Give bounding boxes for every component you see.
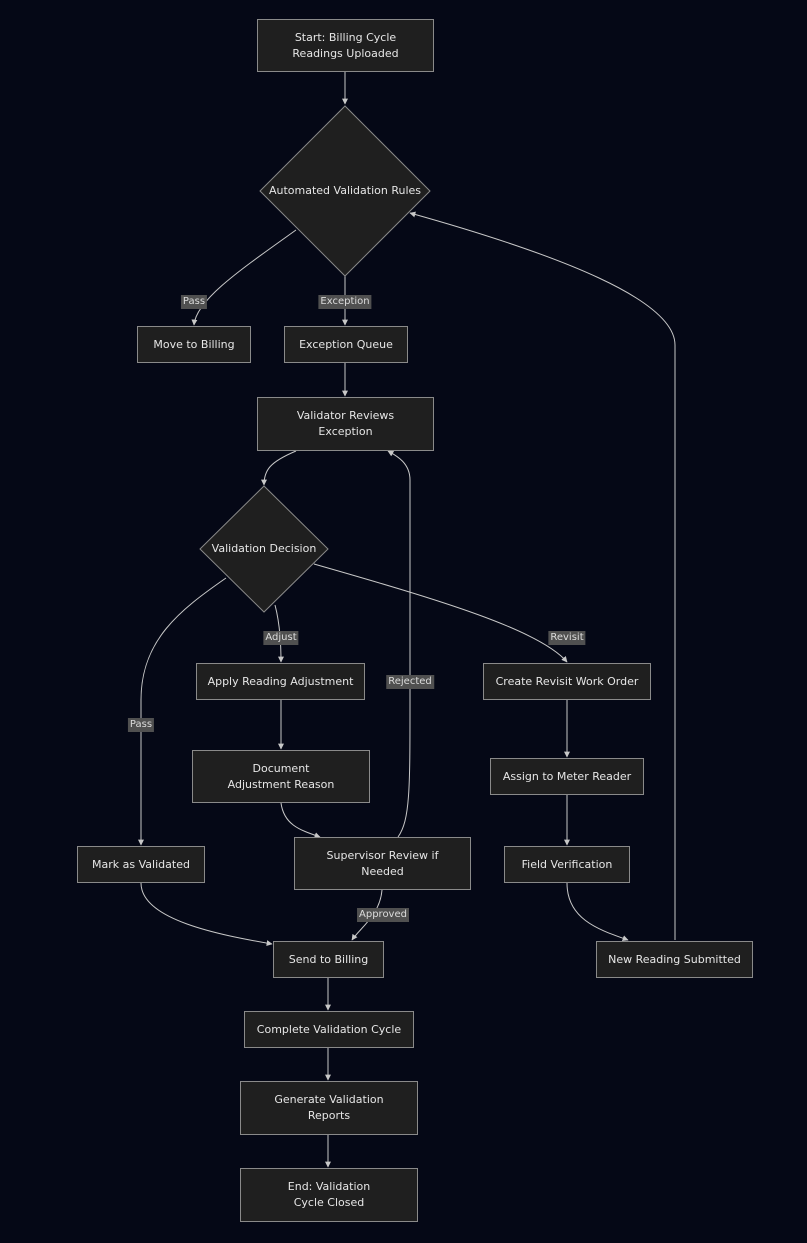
generate-reports-node: Generate Validation Reports	[240, 1081, 418, 1135]
edge-label-pass-billing: Pass	[180, 295, 208, 309]
edge-field-to-new-reading	[566, 882, 629, 942]
exception-queue-node: Exception Queue	[284, 326, 408, 363]
end-node: End: Validation Cycle Closed	[240, 1168, 418, 1222]
move-to-billing-node: Move to Billing	[137, 326, 251, 363]
assign-reader-node: Assign to Meter Reader	[490, 758, 644, 795]
automated-validation-rules-label: Automated Validation Rules	[268, 184, 422, 197]
edge-validator-to-decision	[261, 450, 297, 486]
edge-document-to-supervisor	[280, 802, 321, 839]
validation-decision-label: Validation Decision	[211, 542, 317, 555]
edge-decision-to-revisit	[313, 563, 568, 663]
validator-reviews-node: Validator Reviews Exception	[257, 397, 434, 451]
edge-label-pass-validated: Pass	[127, 718, 155, 732]
edge-label-approved: Approved	[357, 908, 409, 922]
edge-label-adjust: Adjust	[263, 631, 299, 645]
apply-adjustment-node: Apply Reading Adjustment	[196, 663, 365, 700]
field-verification-node: Field Verification	[504, 846, 630, 883]
document-reason-node: Document Adjustment Reason	[192, 750, 370, 803]
validation-decision-diamond	[199, 485, 329, 613]
edge-label-exception: Exception	[318, 295, 372, 309]
supervisor-review-node: Supervisor Review if Needed	[294, 837, 471, 890]
edge-decision-to-mark-validated	[138, 577, 227, 846]
start-node: Start: Billing Cycle Readings Uploaded	[257, 19, 434, 72]
create-revisit-node: Create Revisit Work Order	[483, 663, 651, 700]
complete-cycle-node: Complete Validation Cycle	[244, 1011, 414, 1048]
edge-new-reading-to-rules	[409, 211, 676, 940]
edge-mark-validated-to-send-billing	[140, 882, 273, 947]
edge-rules-to-move-billing	[191, 229, 297, 326]
edge-decision-to-apply-adjustment	[274, 604, 284, 663]
mark-validated-node: Mark as Validated	[77, 846, 205, 883]
edge-supervisor-rejected-to-validator	[387, 450, 411, 838]
new-reading-node: New Reading Submitted	[596, 941, 753, 978]
send-to-billing-node: Send to Billing	[273, 941, 384, 978]
edge-label-revisit: Revisit	[548, 631, 586, 645]
automated-validation-rules-diamond	[259, 105, 431, 277]
edge-label-rejected: Rejected	[386, 675, 434, 689]
